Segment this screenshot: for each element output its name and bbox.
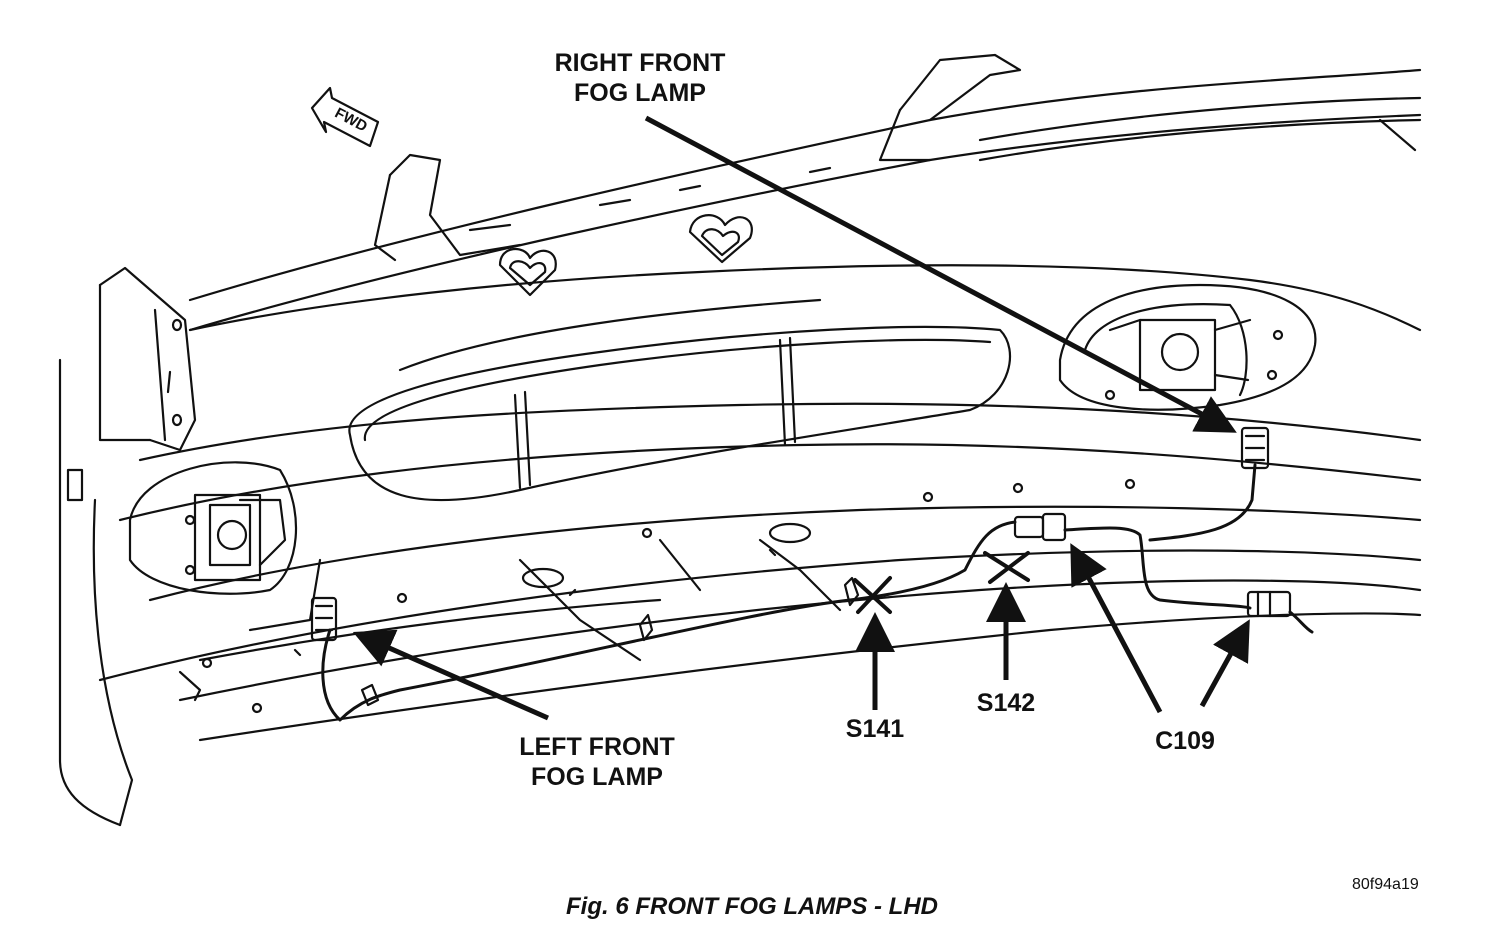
right-fog-lamp-label-line1: RIGHT FRONT xyxy=(554,49,726,77)
grille-opening xyxy=(348,298,1012,502)
figure-caption: Fig. 6 FRONT FOG LAMPS - LHD xyxy=(566,893,938,920)
upper-fascia xyxy=(188,53,1422,332)
connectors xyxy=(310,426,1292,642)
left-fog-lamp-leader-arrow xyxy=(352,629,550,721)
left-fog-lamp-connector xyxy=(310,596,338,642)
figure-code: 80f94a19 xyxy=(1352,876,1419,893)
right-fog-lamp-label-line2: FOG LAMP xyxy=(574,79,706,107)
c109-label: C109 xyxy=(1155,727,1215,755)
s142-splice-mark xyxy=(983,551,1030,584)
c109-leader-arrow-left xyxy=(1070,543,1163,714)
s141-label: S141 xyxy=(845,715,905,743)
splice-markers xyxy=(853,551,1030,614)
right-fog-lamp-callout: RIGHT FRONT FOG LAMP xyxy=(540,48,740,108)
left-fog-lamp-label-line2: FOG LAMP xyxy=(531,763,663,791)
c109-connector-female xyxy=(1041,512,1067,542)
grille-clips xyxy=(498,214,753,297)
left-fog-lamp xyxy=(128,461,298,595)
fwd-arrow-icon xyxy=(310,86,380,148)
s141-splice-mark xyxy=(853,576,892,614)
left-corner-bracket xyxy=(66,266,197,502)
left-fog-lamp-callout: LEFT FRONT FOG LAMP xyxy=(502,732,692,792)
c109-leader-arrow-right xyxy=(1199,619,1250,708)
right-fog-lamp-leader-arrow xyxy=(644,115,1237,433)
bumper-body xyxy=(58,264,1422,827)
right-fog-lamp xyxy=(1058,283,1317,411)
s142-label: S142 xyxy=(976,689,1036,717)
wiring-harness xyxy=(321,463,1314,722)
right-fog-lamp-connector xyxy=(1240,426,1270,470)
c109-connector-male xyxy=(1013,515,1045,539)
lower-support xyxy=(178,478,1136,714)
left-fog-lamp-label-line1: LEFT FRONT xyxy=(519,733,675,761)
